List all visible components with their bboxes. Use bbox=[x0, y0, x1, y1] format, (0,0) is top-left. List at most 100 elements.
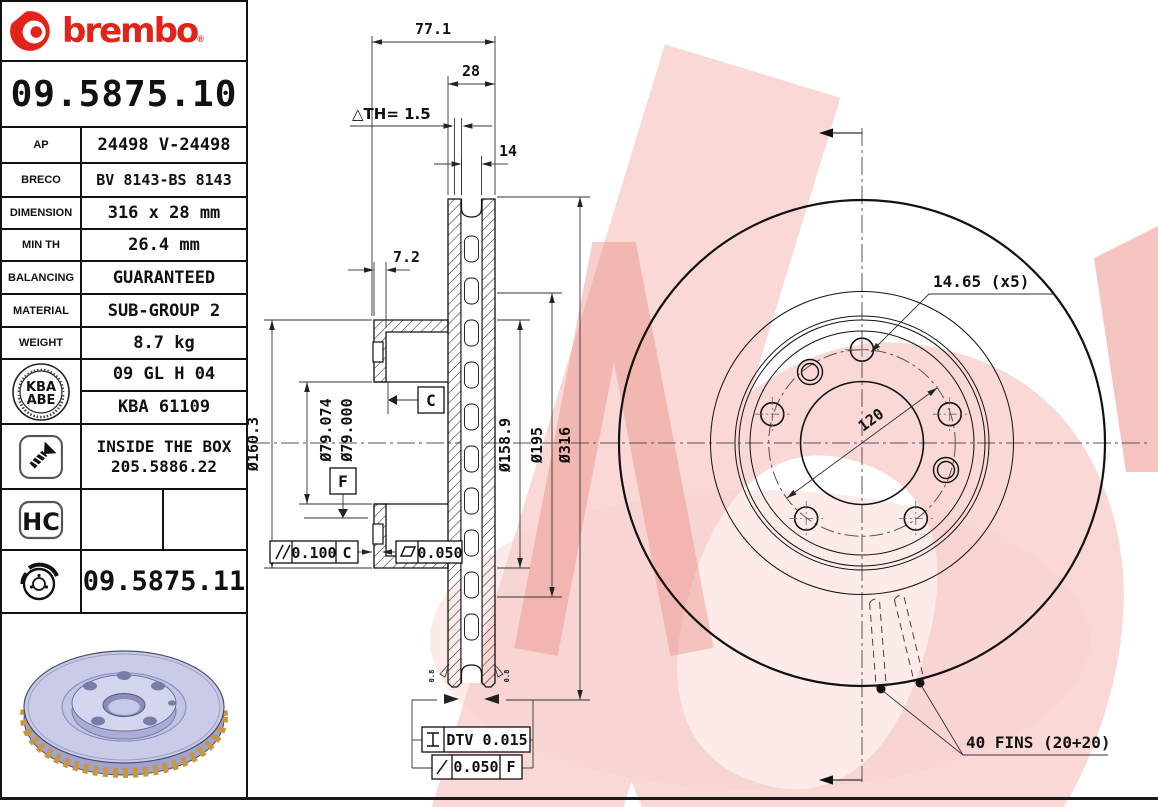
spec-label: MIN TH bbox=[22, 239, 60, 251]
dim-overall-width: 77.1 bbox=[415, 20, 451, 38]
dim-hat-od: Ø160.3 bbox=[244, 417, 262, 472]
hc-empty-cell-1 bbox=[82, 490, 164, 549]
od-groove-bottom bbox=[460, 664, 483, 683]
part-number-row: 09.5875.10 bbox=[2, 62, 246, 128]
kba-number: KBA 61109 bbox=[117, 396, 211, 417]
spec-value: 26.4 mm bbox=[128, 235, 200, 255]
dim-d195: Ø195 bbox=[528, 427, 546, 464]
watermark-chevron bbox=[514, 241, 714, 657]
high-carbon-badge: HC bbox=[18, 500, 64, 539]
datum-f-box bbox=[329, 467, 357, 495]
registered-mark: ® bbox=[197, 34, 204, 44]
spec-label: MATERIAL bbox=[12, 304, 69, 317]
tol-parallelism: 0.100 bbox=[291, 544, 336, 562]
spec-value: SUB-GROUP 2 bbox=[107, 300, 221, 321]
inside-box-label: INSIDE THE BOX bbox=[96, 436, 232, 456]
arrowheads bbox=[269, 39, 583, 704]
gdt-frames: 0.100 C 0.050 DTV 0.015 0.050 F bbox=[269, 540, 531, 780]
tol-runout-ref: F bbox=[506, 758, 515, 776]
dim-thickness: 28 bbox=[462, 62, 480, 80]
approval-code: 09 GL H 04 bbox=[112, 364, 216, 385]
hat-step-circle bbox=[738, 319, 986, 567]
dim-14: 14 bbox=[499, 142, 517, 160]
spec-value: BV 8143-BS 8143 bbox=[96, 171, 232, 189]
page-bottom-rule bbox=[0, 797, 1158, 800]
dim-bore-max: Ø79.074 bbox=[317, 398, 335, 462]
hc-label: HC bbox=[22, 508, 60, 536]
dim-th-note: △TH= 1.5 bbox=[352, 105, 431, 123]
rotation-arrow-bottom bbox=[819, 775, 833, 785]
fins-callout: 40 FINS (20+20) bbox=[876, 678, 1111, 756]
runout-icon bbox=[436, 759, 448, 775]
datum-c-box bbox=[417, 386, 445, 414]
spec-row-weight: WEIGHT 8.7 kg bbox=[2, 328, 246, 360]
inside-box-part: 205.5886.22 bbox=[111, 456, 217, 476]
spec-label: AP bbox=[33, 139, 49, 151]
spec-row-dimension: DIMENSION 316 x 28 mm bbox=[2, 198, 246, 230]
countersunk-screw-icon bbox=[19, 434, 63, 479]
tol-flatness: 0.050 bbox=[417, 544, 462, 562]
edge-note-right: 0.8 bbox=[503, 670, 511, 683]
hc-empty-cell-2 bbox=[164, 490, 246, 549]
edge-note-left: 0.8 bbox=[428, 670, 436, 683]
seal-line2: ABE bbox=[27, 393, 56, 408]
spec-value: 24498 V-24498 bbox=[97, 135, 231, 155]
bolt-hole-callout: 14.65 (x5) bbox=[870, 272, 1054, 353]
spec-value: 8.7 kg bbox=[133, 333, 195, 353]
hc-row: HC bbox=[2, 490, 246, 551]
dim-bore-min: Ø79.000 bbox=[338, 398, 356, 462]
spec-label: BALANCING bbox=[8, 271, 74, 284]
tol-parallelism-ref: C bbox=[342, 544, 351, 562]
friction-plate-right bbox=[481, 198, 496, 688]
datum-c-label: C bbox=[426, 391, 436, 410]
friction-inner-circle bbox=[710, 291, 1014, 595]
rotation-arrow-top bbox=[819, 128, 833, 138]
flatness-icon bbox=[399, 546, 417, 557]
spec-row-ap: AP 24498 V-24498 bbox=[2, 128, 246, 164]
hat-outer-circle bbox=[734, 315, 990, 571]
spec-row-min-th: MIN TH 26.4 mm bbox=[2, 230, 246, 262]
dim-hat-depth: 7.2 bbox=[393, 248, 420, 266]
hub-face-circle bbox=[749, 330, 975, 556]
part-number: 09.5875.10 bbox=[10, 73, 238, 115]
section-view: 77.1 28 △TH= 1.5 14 7.2 Ø160.3 Ø79.074 Ø… bbox=[244, 20, 590, 780]
fins-note: 40 FINS (20+20) bbox=[966, 733, 1111, 752]
disc-photo-row bbox=[2, 614, 246, 798]
centerlines bbox=[252, 128, 1150, 782]
vent-channel bbox=[461, 214, 482, 680]
spec-row-balancing: BALANCING GUARANTEED bbox=[2, 262, 246, 295]
parallelism-icon bbox=[275, 544, 284, 560]
spec-label: BRECO bbox=[21, 174, 61, 186]
spec-value: GUARANTEED bbox=[112, 267, 216, 288]
spec-label: DIMENSION bbox=[9, 207, 73, 219]
od-groove-top bbox=[460, 199, 483, 218]
datum-f-label: F bbox=[338, 472, 348, 491]
kba-abe-seal: KBA ABE bbox=[12, 362, 70, 421]
vane-profiles bbox=[464, 235, 479, 641]
brand-wordmark: brembo bbox=[62, 11, 199, 51]
tol-runout: 0.050 bbox=[453, 758, 498, 776]
variant-number: 09.5875.11 bbox=[82, 566, 246, 597]
spec-value: 316 x 28 mm bbox=[107, 203, 221, 223]
spec-sidebar: brembo® 09.5875.10 AP 24498 V-24498 BREC… bbox=[0, 0, 248, 798]
disc-3d-render bbox=[20, 650, 228, 778]
watermark-wedge bbox=[1094, 226, 1158, 472]
friction-plate-left bbox=[447, 198, 462, 688]
thickness-variation-icon bbox=[427, 732, 439, 747]
brand-row: brembo® bbox=[2, 2, 246, 62]
center-bore-circle bbox=[799, 380, 925, 506]
fin-hidden-lines bbox=[869, 594, 925, 688]
outer-diameter-circle bbox=[617, 198, 1107, 688]
pin-holes bbox=[796, 358, 960, 484]
bolt-hole-centermarks bbox=[755, 333, 967, 535]
spec-row-breco: BRECO BV 8143-BS 8143 bbox=[2, 164, 246, 198]
brake-disc-icon bbox=[20, 562, 59, 600]
approval-row: KBA ABE 09 GL H 04 KBA 61109 bbox=[2, 360, 246, 425]
watermark-blob bbox=[430, 490, 1090, 790]
inside-box-row: INSIDE THE BOX 205.5886.22 bbox=[2, 425, 246, 490]
dim-d316: Ø316 bbox=[556, 427, 574, 464]
spec-label: WEIGHT bbox=[19, 337, 63, 349]
chamfer-flags bbox=[439, 663, 504, 678]
